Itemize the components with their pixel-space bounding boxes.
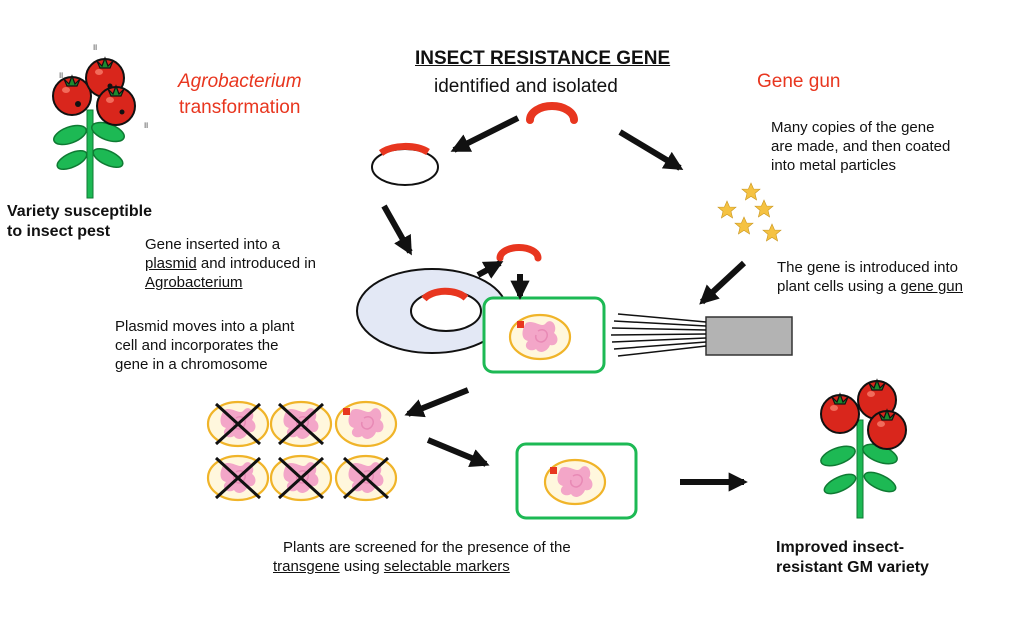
gene-inserted-text: Gene inserted into a plasmid and introdu… — [145, 236, 316, 292]
plasmid-moves-text: Plasmid moves into a plant cell and inco… — [115, 318, 294, 374]
gene-inserted-line: plasmid and introduced in — [145, 255, 316, 274]
improved-variety-label: Improved insect- resistant GM variety — [776, 538, 929, 578]
screening-mid: using — [339, 557, 384, 575]
plasmid-term: plasmid — [145, 254, 197, 272]
selectable-markers-term: selectable markers — [383, 557, 510, 575]
svg-text:॥: ॥ — [143, 121, 148, 131]
plasmid-moves-line: cell and incorporates the — [115, 336, 279, 354]
agro-subtitle: transformation — [179, 97, 301, 118]
gene-copies-line: Many copies of the gene — [771, 119, 935, 136]
rejected-cell-icon — [271, 402, 331, 446]
agrobacterium-cell-icon — [356, 268, 508, 354]
agrobacterium-term: Agrobacterium — [145, 273, 243, 291]
variety-susceptible-label: Variety susceptible to insect pest — [7, 202, 152, 242]
rejected-cell-icon — [208, 456, 268, 500]
screening-cells-grid — [208, 402, 396, 500]
agro-title: Agrobacterium — [178, 71, 302, 92]
selected-transgenic-cell-icon — [515, 442, 638, 520]
gene-copies-line: into metal particles — [771, 156, 897, 174]
susceptible-plant-icon: ॥ ॥ ॥ — [52, 43, 148, 199]
variety-line: Variety susceptible — [7, 203, 152, 220]
screening-line: transgene using selectable markers — [273, 558, 571, 577]
improved-line: resistant GM variety — [776, 559, 929, 576]
rejected-cell-icon — [271, 456, 331, 500]
svg-text:॥: ॥ — [58, 71, 63, 81]
rejected-cell-icon — [336, 456, 396, 500]
gene-gun-term: gene gun — [900, 277, 963, 295]
gene-inserted-line: Gene inserted into a — [145, 236, 281, 253]
page-subtitle: identified and isolated — [434, 76, 618, 97]
transformed-plant-cell-icon — [482, 296, 606, 374]
page-title: INSECT RESISTANCE GENE — [415, 48, 671, 69]
released-gene-icon — [496, 243, 542, 262]
gene-fragment-icon — [526, 102, 578, 124]
plasmid-moves-line: Plasmid moves into a plant — [115, 318, 295, 335]
variety-line: to insect pest — [7, 223, 111, 240]
improved-line: Improved insect- — [776, 539, 905, 556]
gene-gun-intro-line: The gene is introduced into — [777, 259, 958, 276]
recombinant-plasmid-icon — [371, 142, 439, 186]
gene-gun-intro-line: plant cells using a gene gun — [777, 278, 963, 297]
screening-text: Plants are screened for the presence of … — [273, 539, 571, 577]
gene-gun-title: Gene gun — [757, 71, 841, 92]
svg-text:॥: ॥ — [92, 43, 97, 53]
transformed-cell-icon — [336, 402, 396, 446]
improved-plant-icon — [820, 379, 907, 519]
flow-arrows — [381, 115, 748, 492]
gene-inserted-suffix: and introduced in — [196, 254, 316, 272]
gene-gun-icon — [610, 313, 793, 357]
gene-copies-text: Many copies of the gene are made, and th… — [771, 119, 950, 175]
metal-particles-icon — [717, 182, 782, 242]
rejected-cell-icon — [208, 402, 268, 446]
gene-gun-intro-prefix: plant cells using a — [777, 277, 901, 295]
gene-gun-intro-text: The gene is introduced into plant cells … — [777, 259, 963, 297]
transgene-term: transgene — [273, 557, 340, 575]
gene-copies-line: are made, and then coated — [771, 137, 951, 155]
screening-line: Plants are screened for the presence of … — [283, 539, 571, 556]
plasmid-moves-line: gene in a chromosome — [115, 355, 268, 373]
